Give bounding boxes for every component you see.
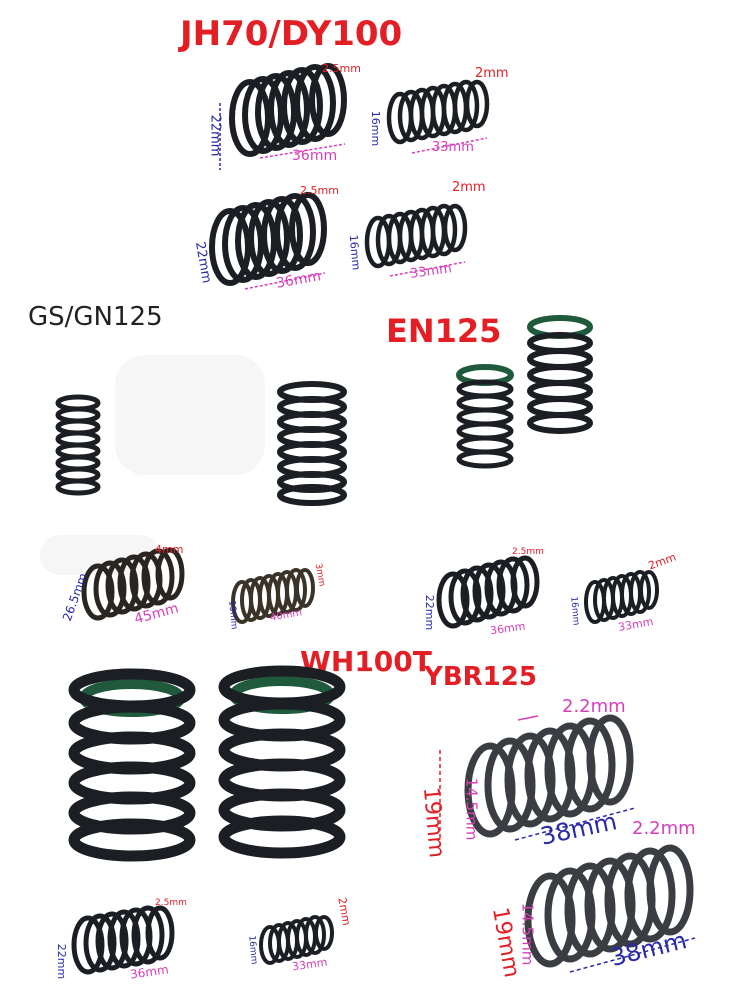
dimension-diameter-22mm: 22mm	[207, 114, 223, 157]
spring-large-photo	[209, 192, 327, 290]
spring-large-photo	[436, 555, 540, 629]
dimension-wire-2.2mm: 2.2mm	[562, 696, 626, 717]
dimension-wire-2.5mm: 2.5mm	[322, 62, 361, 75]
dimension-inner-14.5mm: 14.5mm	[462, 777, 481, 841]
spring-large-photo	[277, 381, 347, 506]
spring-small-photo	[386, 79, 490, 154]
spring-small-photo	[231, 568, 315, 624]
spring-large-photo	[71, 905, 175, 975]
spring-large-photo	[218, 665, 346, 859]
spring-small-photo	[364, 203, 468, 277]
dimension-inner-14.5mm: 14.5mm	[518, 902, 537, 966]
dimension-wire-2.5mm: 2.5mm	[155, 898, 187, 908]
background-ghost	[115, 355, 265, 475]
spring-large-photo	[68, 668, 196, 862]
title-jh70-dy100: JH70/DY100	[180, 14, 403, 54]
dimension-wire-2.2mm: 2.2mm	[632, 818, 696, 839]
spring-small-photo	[55, 394, 101, 496]
spring-large-photo	[439, 714, 636, 841]
dimension-diameter-22mm: 22mm	[55, 943, 69, 980]
dimension-wire-2mm: 2mm	[475, 66, 509, 81]
spring-small-photo	[456, 364, 514, 469]
dimension-length-33mm: 33mm	[432, 140, 474, 155]
dimension-diameter-22mm: 22mm	[423, 594, 437, 631]
spring-large-photo	[81, 547, 185, 621]
spring-small-photo	[584, 570, 659, 624]
spring-small-photo	[259, 915, 334, 965]
dimension-wire-2.5mm: 2.5mm	[300, 184, 339, 197]
dimension-wire-2mm: 2mm	[452, 180, 486, 195]
title-gs-gn125: GS/GN125	[28, 302, 163, 332]
dimension-wire-2.5mm: 2.5mm	[512, 547, 544, 557]
dimension-diameter-16mm: 16mm	[369, 110, 383, 147]
title-en125: EN125	[386, 312, 502, 350]
spring-large-photo	[527, 315, 593, 434]
spring-large-photo	[524, 844, 696, 973]
title-ybr125: YBR125	[424, 662, 537, 692]
dimension-length-36mm: 36mm	[292, 148, 338, 164]
dimension-wire-4mm: 4mm	[155, 543, 184, 556]
spring-large-photo	[219, 63, 347, 170]
